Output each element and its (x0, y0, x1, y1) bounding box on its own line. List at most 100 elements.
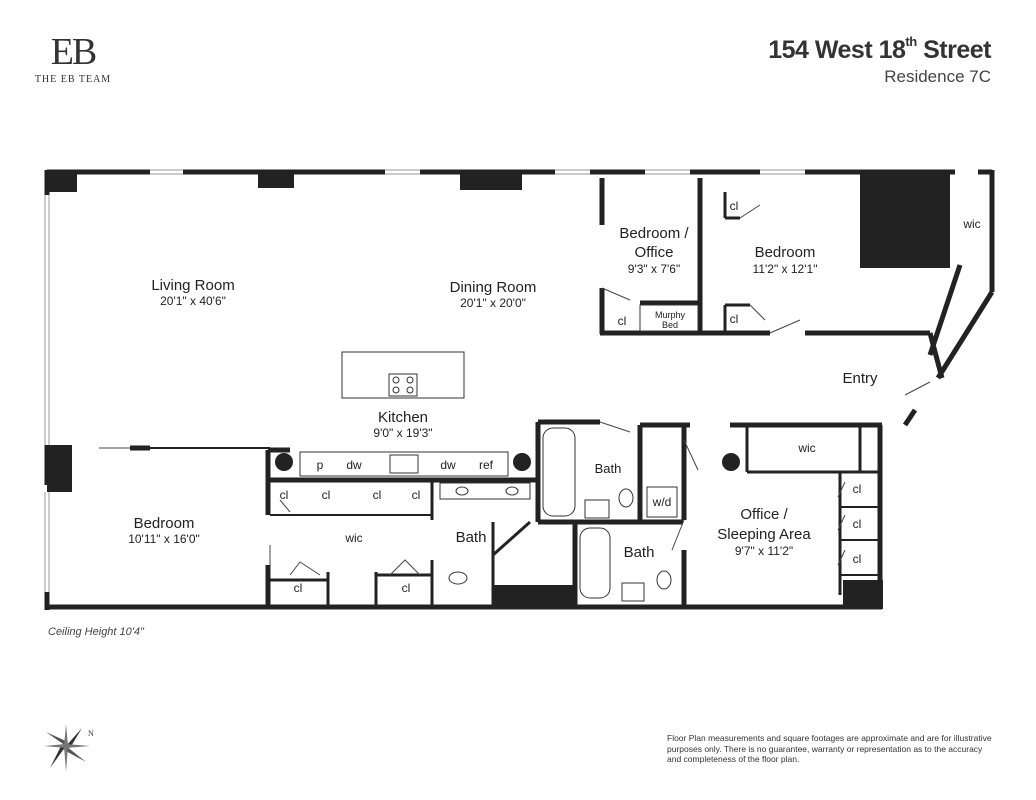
toilet (448, 571, 468, 585)
bath-label: Bath (624, 544, 655, 561)
wall (935, 290, 995, 380)
closet-label: cl (402, 581, 411, 595)
column (258, 170, 294, 188)
door (389, 559, 421, 576)
brand-logo: EB THE EB TEAM (30, 32, 116, 85)
bathtub (579, 527, 611, 599)
closet-label: cl (322, 488, 331, 502)
washer-dryer (646, 486, 678, 518)
door (739, 204, 761, 219)
door (279, 499, 291, 513)
wic-label: wic (962, 217, 980, 231)
compass-rose: N (42, 722, 102, 782)
closet-label: cl (730, 312, 739, 326)
burner (392, 386, 400, 394)
wall (927, 264, 963, 356)
murphy-bed-label-line1: Murphy (655, 310, 686, 320)
compass-point (64, 746, 86, 762)
bedroom-sw-dims: 10'11" x 16'0" (128, 532, 200, 546)
kitchen-label: Kitchen (378, 409, 428, 426)
bath-sink (621, 582, 645, 602)
door (683, 439, 699, 471)
dining-room-dims: 20'1" x 20'0" (460, 296, 526, 310)
pantry-label: p (317, 458, 324, 472)
closet-label: cl (412, 488, 421, 502)
closet-label: cl (280, 488, 289, 502)
vanity-sink (455, 486, 469, 496)
cooktop (388, 373, 418, 397)
compass-point (50, 744, 66, 768)
bedroom-office-dims: 9'3" x 7'6" (628, 262, 680, 276)
residence-number: Residence 7C (884, 67, 991, 86)
door (671, 519, 685, 551)
murphy-bed-label-line2: Bed (662, 320, 678, 330)
street-suffix: Street (916, 36, 991, 64)
bedroom-office-label-line1: Bedroom / (619, 225, 689, 242)
bedroom-sw-label: Bedroom (134, 515, 195, 532)
entry-label: Entry (842, 370, 878, 387)
door (837, 481, 846, 498)
door (601, 287, 631, 301)
kitchen-sink (389, 454, 419, 474)
door (837, 549, 846, 566)
column (860, 170, 950, 268)
burners (392, 376, 414, 394)
closet-label: cl (853, 552, 862, 566)
door (599, 421, 631, 433)
logo-team-name: THE EB TEAM (34, 74, 112, 85)
burner (406, 376, 414, 384)
columns (47, 170, 950, 609)
column (722, 453, 740, 471)
compass-point (66, 744, 90, 748)
door (289, 561, 321, 576)
toilet (656, 570, 672, 590)
dining-room-label: Dining Room (450, 279, 537, 296)
wall (902, 408, 918, 427)
office-dims: 9'7" x 11'2" (735, 544, 793, 558)
door (837, 514, 846, 531)
column (513, 453, 531, 471)
refrigerator-label: ref (479, 458, 494, 472)
living-room-label: Living Room (151, 277, 234, 294)
closet-label: cl (853, 517, 862, 531)
bath-label: Bath (456, 529, 487, 546)
bedroom-ne-dims: 11'2" x 12'1" (753, 262, 818, 276)
closet-label: cl (853, 482, 862, 496)
column (47, 445, 72, 492)
compass-point (66, 728, 82, 748)
disclaimer: Floor Plan measurements and square foota… (667, 733, 992, 764)
column (843, 580, 883, 609)
wic-label: wic (797, 441, 815, 455)
closet-label: cl (730, 199, 739, 213)
toilet (618, 488, 634, 508)
living-room-dims: 20'1" x 40'6" (160, 294, 226, 308)
closet-label: cl (373, 488, 382, 502)
bathtub (542, 427, 576, 517)
burner (392, 376, 400, 384)
column (460, 170, 522, 190)
bedroom-ne-label: Bedroom (755, 244, 816, 261)
closet-label: cl (294, 581, 303, 595)
doors (99, 204, 931, 576)
office-label-line2: Sleeping Area (717, 526, 811, 543)
windows (44, 169, 805, 592)
column (47, 170, 77, 192)
compass-north-label: N (88, 729, 94, 738)
door (904, 381, 931, 396)
address-block: 154 West 18th Street Residence 7C (768, 34, 991, 87)
street-address: 154 West 18th Street (768, 34, 991, 65)
office-label-line1: Office / (740, 506, 788, 523)
wall (927, 332, 945, 379)
vanity (439, 482, 531, 500)
wic-label: wic (344, 531, 362, 545)
logo-mark: EB (50, 31, 98, 73)
closet-label: cl (618, 314, 627, 328)
compass-icon: N (44, 724, 94, 772)
column (493, 585, 575, 609)
kitchen-island (341, 351, 465, 399)
compass-point (46, 732, 68, 746)
washer-dryer-label: w/d (652, 495, 672, 509)
kitchen-counter (299, 451, 509, 477)
street-ordinal: th (905, 34, 917, 49)
street-name: 154 West 18 (768, 36, 906, 64)
